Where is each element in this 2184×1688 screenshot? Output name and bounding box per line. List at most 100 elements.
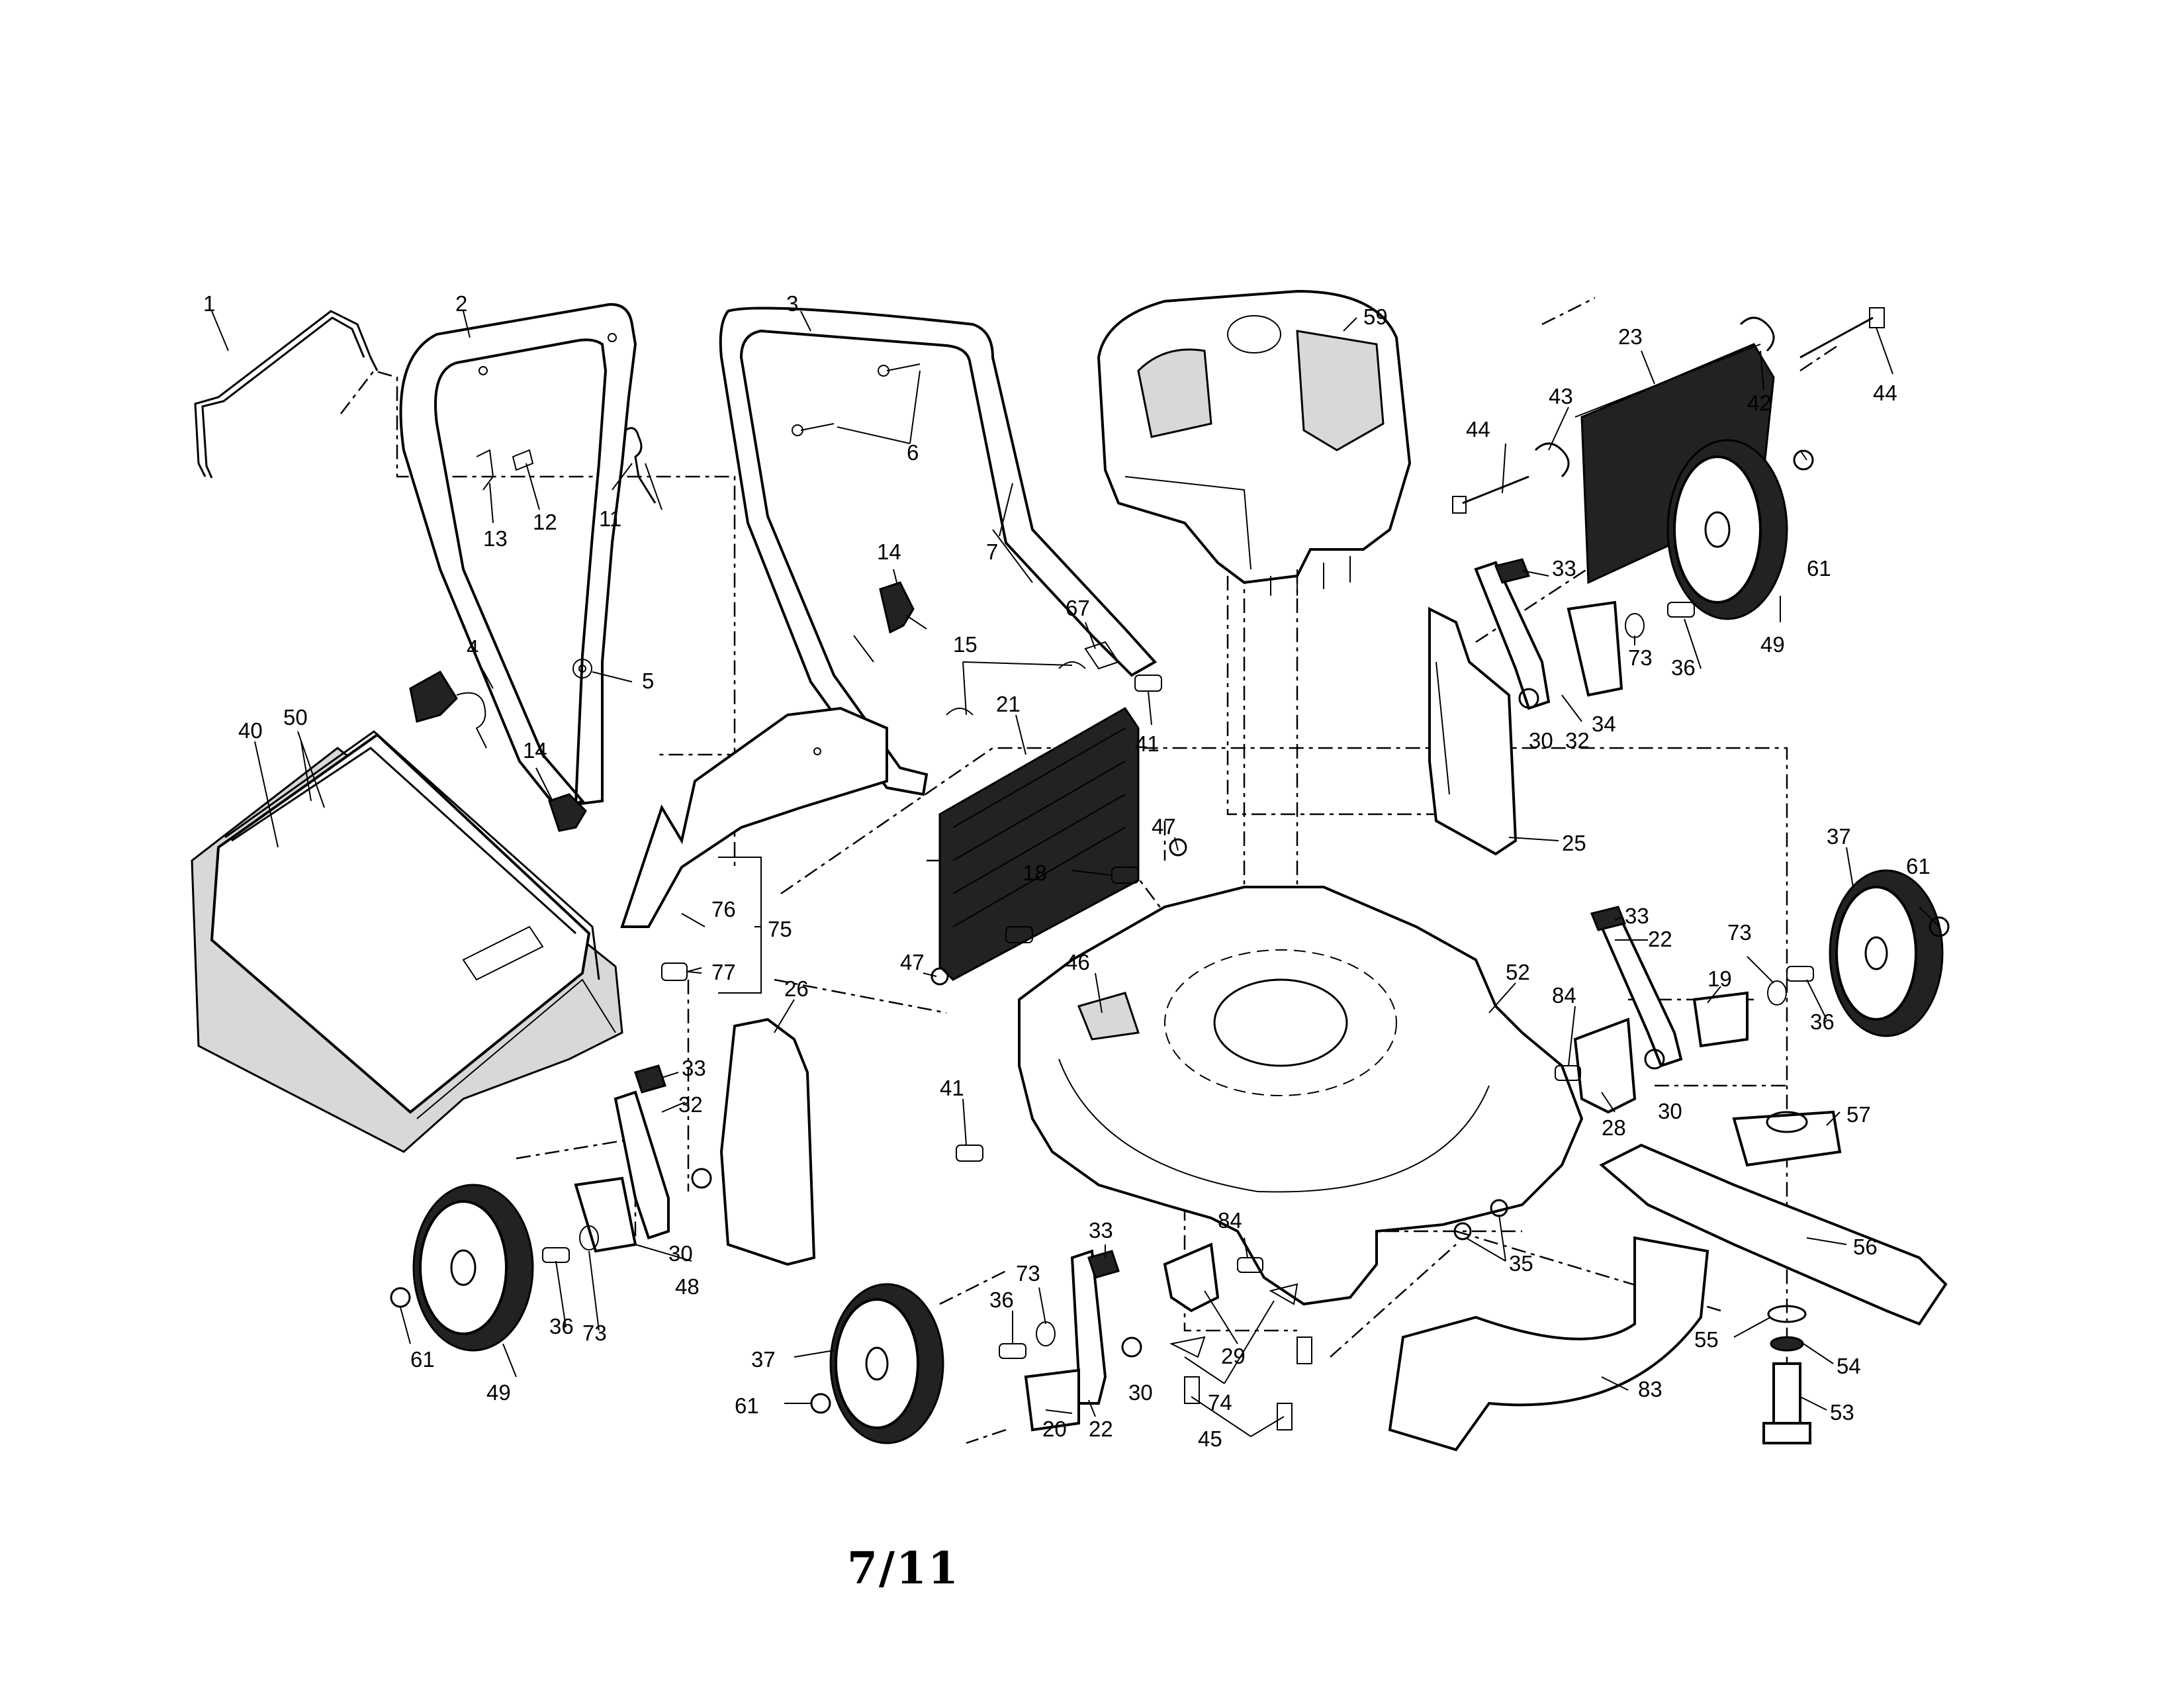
callout-13: 13 (483, 526, 508, 551)
washer-part-30-c (691, 1168, 712, 1189)
callout-30-d: 30 (1128, 1380, 1153, 1405)
callout-55: 55 (1694, 1327, 1719, 1352)
washer-part-47-a (1169, 838, 1187, 857)
callout-37-upper: 37 (1827, 824, 1851, 849)
callout-6: 6 (907, 440, 919, 465)
callout-33-b: 33 (1625, 904, 1649, 928)
callout-47-upper: 47 (1152, 814, 1176, 839)
handle-knob-part-4 (409, 670, 487, 749)
ring-part-73-b (1767, 980, 1787, 1006)
axle-bracket-part-19 (1692, 991, 1749, 1048)
callout-57: 57 (1846, 1102, 1871, 1127)
callout-52: 52 (1506, 960, 1530, 984)
washer-part-55 (1767, 1305, 1807, 1323)
engine-part-59 (1097, 289, 1412, 596)
control-bar-part-1 (194, 310, 379, 479)
callout-33-d: 33 (1089, 1218, 1113, 1243)
callout-44-left: 44 (1466, 417, 1490, 442)
clips-part-74 (1169, 1283, 1298, 1358)
bolt-part-36-c (542, 1247, 570, 1263)
callout-7: 7 (986, 539, 998, 564)
callout-49-upper: 49 (1760, 632, 1785, 657)
rod-part-44-left (1452, 475, 1529, 514)
blade-bolt-part-53 (1762, 1362, 1811, 1444)
callout-74: 74 (1208, 1390, 1232, 1415)
wheel-part-37-lower (829, 1283, 944, 1444)
callout-26: 26 (784, 976, 809, 1001)
height-adjuster-part-29 (1163, 1243, 1220, 1313)
callout-20: 20 (1042, 1417, 1067, 1441)
ring-part-73-d (1036, 1321, 1056, 1346)
callout-73-a: 73 (1628, 645, 1653, 670)
callout-56: 56 (1853, 1235, 1878, 1259)
callout-41-lower: 41 (940, 1076, 964, 1100)
nut-part-61-d (810, 1393, 831, 1414)
wheel-part-49-lower (412, 1184, 534, 1352)
grip-part-33-d (1087, 1250, 1120, 1279)
callout-23: 23 (1618, 324, 1643, 349)
callout-83: 83 (1638, 1377, 1662, 1401)
callout-73-b: 73 (1727, 920, 1752, 945)
lever-arm-part-32-upper (1474, 561, 1551, 710)
blade-adapter-part-57 (1732, 1110, 1842, 1167)
baffle-part-83 (1388, 1236, 1709, 1452)
bolts-part-45 (1184, 1336, 1312, 1430)
callout-11: 11 (599, 506, 621, 531)
grass-catcher-part-40 (191, 733, 623, 1153)
callout-47-lower: 47 (900, 950, 925, 974)
bolt-part-41-upper (1134, 675, 1162, 692)
callout-36-c: 36 (549, 1314, 574, 1338)
callout-76: 76 (711, 897, 736, 921)
nut-part-61-c (390, 1287, 411, 1308)
handle-knob-part-14-lower (548, 793, 587, 832)
nut-part-61-b (1929, 916, 1950, 937)
callout-labels: 1 2 3 4 5 6 7 11 12 13 14 14 15 18 19 20… (203, 291, 1931, 1451)
spring-part-43 (1534, 442, 1570, 478)
callout-84-b: 84 (1218, 1208, 1242, 1233)
callout-29: 29 (1221, 1344, 1246, 1368)
callout-3: 3 (786, 291, 798, 316)
washer-part-30-d (1121, 1336, 1142, 1358)
callout-19: 19 (1707, 966, 1732, 991)
nut-part-61-a (1793, 449, 1814, 471)
callout-75: 75 (768, 917, 792, 941)
callout-53: 53 (1830, 1400, 1854, 1425)
washer-part-47-b (931, 967, 949, 986)
lever-arm-part-32-lower (614, 1090, 670, 1240)
callout-61-a: 61 (1807, 556, 1831, 581)
catcher-frame-part-50 (224, 730, 600, 980)
callout-35: 35 (1509, 1251, 1533, 1276)
bolts-part-6 (792, 363, 921, 436)
side-chute-part-76 (620, 706, 888, 928)
callout-40: 40 (238, 718, 263, 743)
washer-part-30-b (1644, 1049, 1665, 1070)
callout-42: 42 (1747, 391, 1772, 415)
callout-36-b: 36 (1810, 1009, 1835, 1034)
callout-21: 21 (996, 692, 1021, 716)
washer-part-5 (572, 659, 592, 679)
ring-part-73-a (1625, 613, 1645, 638)
washer-part-54 (1770, 1336, 1804, 1352)
grip-part-33-b (1590, 906, 1627, 931)
bolt-part-84-a (1555, 1065, 1581, 1081)
clips-part-15 (946, 661, 1086, 716)
callout-28: 28 (1602, 1115, 1626, 1140)
wheel-part-49-upper (1666, 439, 1788, 620)
blade-part-56 (1599, 1143, 1948, 1326)
bolt-part-36-d (999, 1343, 1026, 1359)
callout-36-d: 36 (989, 1288, 1014, 1312)
mower-deck-part-52 (1018, 886, 1584, 1306)
callout-30-a: 30 (1529, 728, 1553, 753)
callout-1: 1 (203, 291, 215, 316)
rear-deflector-part-23 (1574, 343, 1775, 585)
callout-30-c: 30 (668, 1241, 693, 1266)
clip-part-67 (1084, 641, 1120, 670)
callout-48: 48 (675, 1274, 700, 1299)
callout-12: 12 (533, 510, 557, 534)
callout-33-a: 33 (1552, 556, 1576, 581)
leader-lines (211, 310, 1940, 1437)
callout-22-upper: 22 (1648, 927, 1672, 951)
height-adjuster-part-25 (1428, 606, 1518, 856)
callout-18: 18 (1023, 861, 1047, 885)
